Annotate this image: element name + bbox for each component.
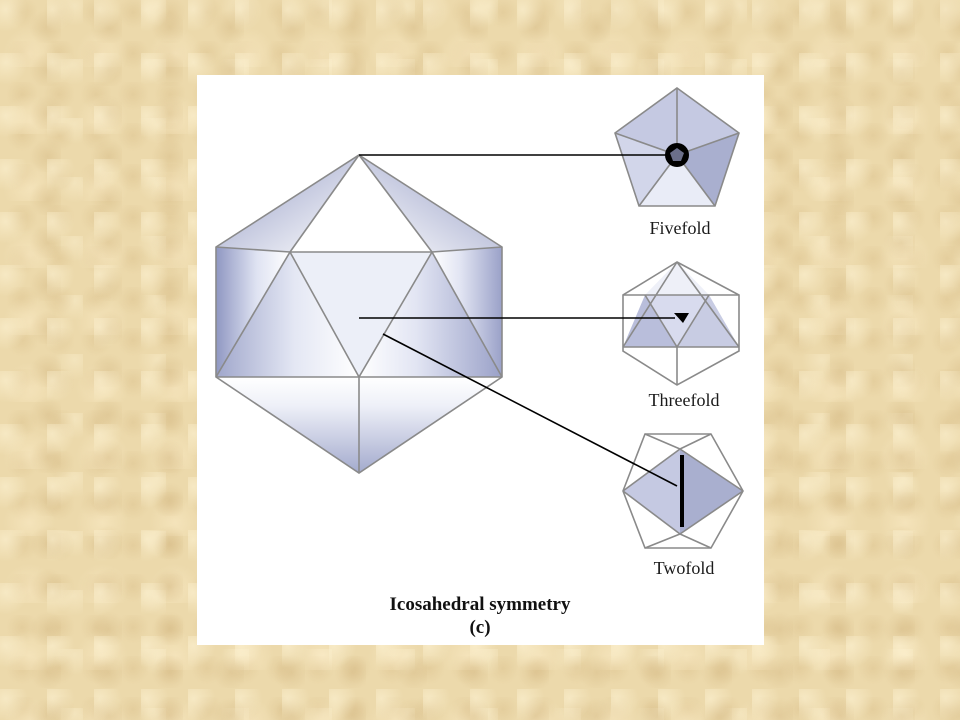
threefold-face-inner-left	[623, 295, 677, 347]
ico-face-right-lower	[359, 252, 502, 377]
twofold-view: Twofold	[622, 433, 744, 578]
pentagon-face-right	[677, 133, 739, 206]
fivefold-view: Fivefold	[614, 87, 740, 238]
caption-sub: (c)	[469, 617, 490, 638]
icosahedral-symmetry-diagram: Fivefold Threefold Twofold	[215, 87, 744, 638]
pentagon-face-left	[615, 133, 677, 206]
leader-lines	[359, 154, 678, 487]
twofold-face-left	[623, 449, 680, 534]
twofold-label: Twofold	[654, 558, 715, 578]
threefold-face-inner-right	[677, 295, 739, 347]
threefold-label: Threefold	[649, 390, 720, 410]
twofold-face-right	[680, 449, 743, 534]
caption-title: Icosahedral symmetry	[390, 594, 571, 615]
ico-face-top-right	[359, 155, 502, 252]
fivefold-label: Fivefold	[650, 218, 711, 238]
threefold-face-inner-top	[645, 295, 709, 347]
diagram-panel: Fivefold Threefold Twofold	[197, 75, 764, 645]
leader-twofold	[382, 333, 678, 487]
threefold-view: Threefold	[622, 261, 740, 410]
ico-face-center	[290, 252, 432, 377]
ico-face-left-lower	[216, 252, 359, 377]
ico-face-top-center	[290, 155, 432, 252]
ico-face-top-left	[216, 155, 359, 252]
threefold-axis-marker	[674, 313, 689, 323]
icosahedron-main	[215, 154, 503, 474]
pentagon-face-bottom	[639, 155, 715, 206]
fivefold-pentagon-symbol	[670, 148, 684, 161]
